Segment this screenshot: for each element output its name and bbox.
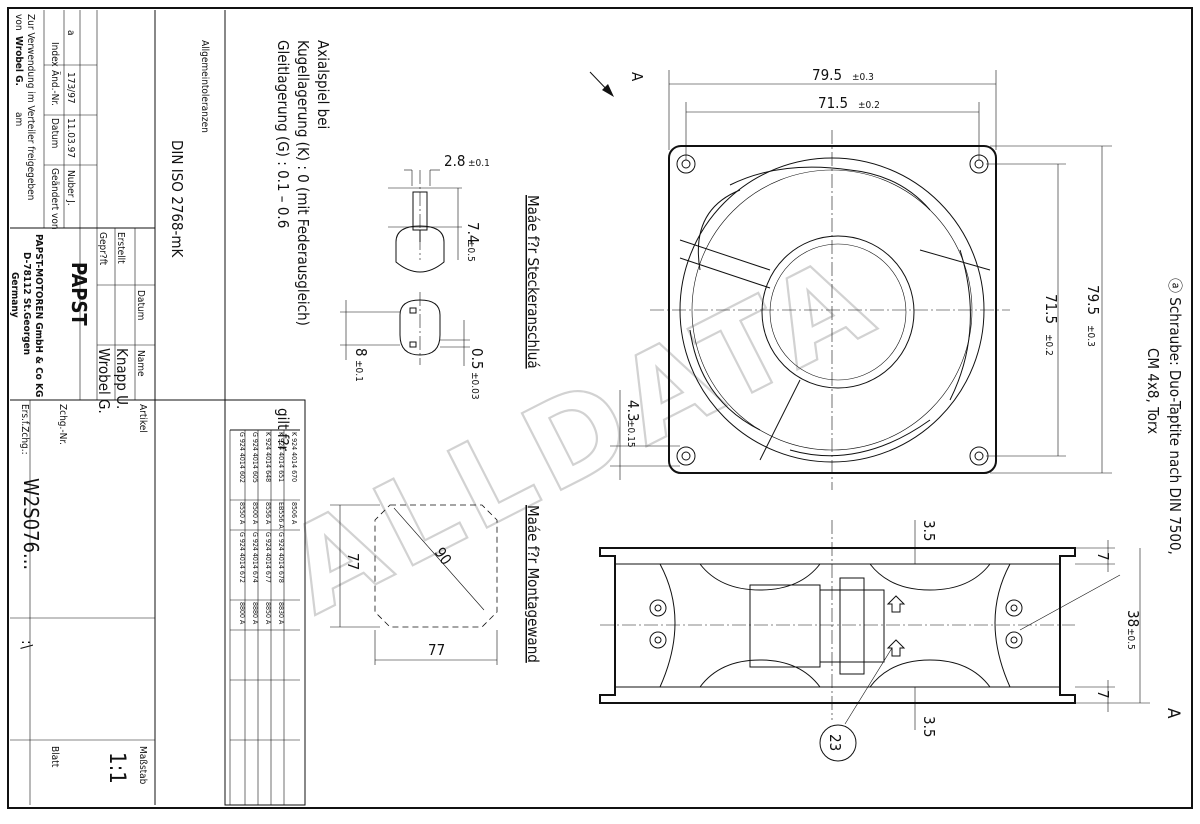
gilt-cell: G 924 4014 602	[238, 432, 246, 483]
axial-play-notes: Axialspiel bei Kugellagerung (K) : 0 (mi…	[274, 40, 332, 326]
von-label: von	[13, 14, 24, 31]
gilt-cell: G 924 4014 677	[264, 532, 272, 583]
tol-79-5-top: ±0.3	[852, 72, 874, 83]
rev-header-change: Änd.-Nr.	[49, 70, 62, 106]
ers-tail: :\	[18, 640, 36, 650]
tol-71-5-top: ±0.2	[858, 100, 880, 111]
section-label-bottom: A	[1163, 708, 1183, 719]
gilt-cell: G 924 4014 678	[277, 532, 285, 583]
rev-change-no: 173/97	[65, 72, 76, 104]
gilt-cell: 8550 A	[238, 502, 246, 525]
company-address-line-2: D-78112 St.Georgen	[21, 252, 32, 355]
gilt-cell: EB556 A	[277, 502, 285, 529]
connector-heading: Maáe f?r Steckeranschluá	[524, 195, 542, 369]
rev-index: a	[65, 30, 76, 36]
release-line: Zur Verwendung im Verteiler freigegeben	[25, 14, 36, 200]
datum-label: Datum	[135, 290, 146, 320]
axial-play-line-2: Kugellagerung (K) : 0 (mit Federausgleic…	[294, 40, 312, 326]
name-knapp: Knapp U.	[113, 348, 131, 409]
gilt-cell: G 924 4014 674	[251, 532, 259, 583]
general-tolerances-value: DIN ISO 2768-mK	[168, 140, 186, 259]
tol-38: ±0.5	[1125, 628, 1136, 650]
tol-79-5-right: ±0.3	[1085, 325, 1096, 347]
dim-2-8: 2.8	[444, 152, 465, 170]
axial-play-line-1: Axialspiel bei	[314, 40, 332, 129]
gilt-cell: 8556 A	[264, 502, 272, 525]
drawing-number: W2S076...	[19, 478, 43, 570]
rev-header-changed-by: Geändert von	[49, 168, 60, 230]
artikel-label: Artikel	[137, 404, 148, 433]
dim-77-horizontal: 77	[428, 641, 445, 659]
erstellt-label: Erstellt	[115, 232, 126, 264]
gilt-cell: 8830 A	[277, 602, 285, 625]
rev-changed-by: Nuber J.	[65, 170, 76, 206]
gilt-fuer-table: gilt f?r K 924 4014 670 8506 A K 924 401…	[224, 399, 306, 806]
dim-79-5-top: 79.5	[812, 66, 842, 84]
dim-77-vertical: 77	[344, 553, 362, 570]
tol-4-3: ±0.15	[625, 420, 636, 448]
dim-7-4: 7.4	[464, 222, 482, 243]
gilt-cell: 8850 A	[264, 602, 272, 625]
tol-7-4: ±0.5	[465, 240, 476, 262]
tol-8: ±0.1	[353, 360, 364, 382]
gilt-cell: G 924 4014 672	[238, 532, 246, 583]
mounting-heading: Maáe f?r Montagewand	[524, 505, 542, 663]
name-label: Name	[135, 350, 146, 377]
gilt-cell: 8500 A	[251, 502, 259, 525]
axial-play-line-3: Gleitlagerung (G) : 0.1 – 0.6	[274, 40, 292, 228]
zchg-label: Zchg.-Nr.	[57, 404, 68, 445]
balloon-number: 23	[826, 734, 844, 751]
dim-0-5: 0.5	[468, 348, 486, 369]
gilt-cell: K 924 4014 651	[277, 432, 285, 482]
gilt-cell: K 924 4014 670	[290, 432, 298, 482]
watermark-text: ALLDATA	[265, 227, 898, 641]
blatt-label: Blatt	[49, 746, 60, 768]
gilt-cell: K 924 4014 648	[264, 432, 272, 482]
dim-8: 8	[352, 348, 370, 357]
geprueft-label: Gepr?ft	[97, 232, 108, 266]
rev-date: 11.03.97	[65, 118, 76, 158]
rev-header-index: Index	[49, 42, 60, 67]
dim-4-3: 4.3	[624, 400, 642, 421]
dim-71-5-top: 71.5	[818, 94, 848, 112]
dim-79-5-right: 79.5	[1084, 285, 1102, 315]
company-address-line-3: Germany	[9, 272, 20, 318]
screw-note-line-2: CM 4x8, Torx	[1144, 348, 1162, 434]
tol-2-8: ±0.1	[468, 158, 490, 169]
gilt-cell: 8800 A	[238, 602, 246, 625]
sheet-border	[7, 7, 1193, 809]
gilt-cell: 8506 A	[290, 502, 298, 525]
dim-7-bottom: 7	[1094, 690, 1112, 699]
gilt-fuer-title: gilt f?r	[274, 408, 292, 452]
dim-3-5-bottom: 3.5	[920, 716, 938, 737]
title-block: Index Änd.-Nr. Datum Geändert von a 173/…	[9, 10, 226, 805]
scale-value: 1:1	[104, 752, 129, 784]
dim-3-5-top: 3.5	[920, 520, 938, 541]
fan-side-view: 3.5 3.5 7 7 38 ±0.5 23 A	[599, 520, 1183, 762]
tol-71-5-right: ±0.2	[1043, 334, 1054, 356]
general-tolerances-label: Allgemeintoleranzen	[199, 40, 210, 133]
gilt-cell: G 924 4014 605	[251, 432, 259, 483]
von-name: Wrobel G.	[13, 36, 24, 86]
company-logo: PAPST	[67, 262, 91, 326]
dim-7-top: 7	[1094, 552, 1112, 561]
name-wrobel: Wrobel G.	[95, 348, 113, 414]
company-address-line-1: PAPST-MOTOREN GmbH & Co KG	[33, 234, 44, 397]
connector-detail: 2.8 ±0.1 7.4 ±0.5 8 ±0.1 0.5 ±0.03	[340, 152, 490, 400]
massstab-label: Maßstab	[137, 746, 148, 785]
ers-label: Ers.f.Zchg.:	[19, 404, 30, 455]
screw-note-line-1: ⓐ Schraube: Duo-Taptite nach DIN 7500,	[1166, 278, 1184, 555]
dim-71-5-right: 71.5	[1042, 294, 1060, 324]
fan-front-view: 79.5 ±0.3 71.5 ±0.2 79.5 ±0.3 71.5 ±0.2 …	[589, 66, 1112, 490]
am-label: am	[13, 112, 24, 126]
gilt-cell: 8880 A	[251, 602, 259, 625]
dim-38: 38	[1124, 610, 1142, 627]
tol-0-5: ±0.03	[469, 372, 480, 400]
rev-header-date: Datum	[49, 118, 60, 148]
section-label-top: A	[628, 72, 646, 82]
